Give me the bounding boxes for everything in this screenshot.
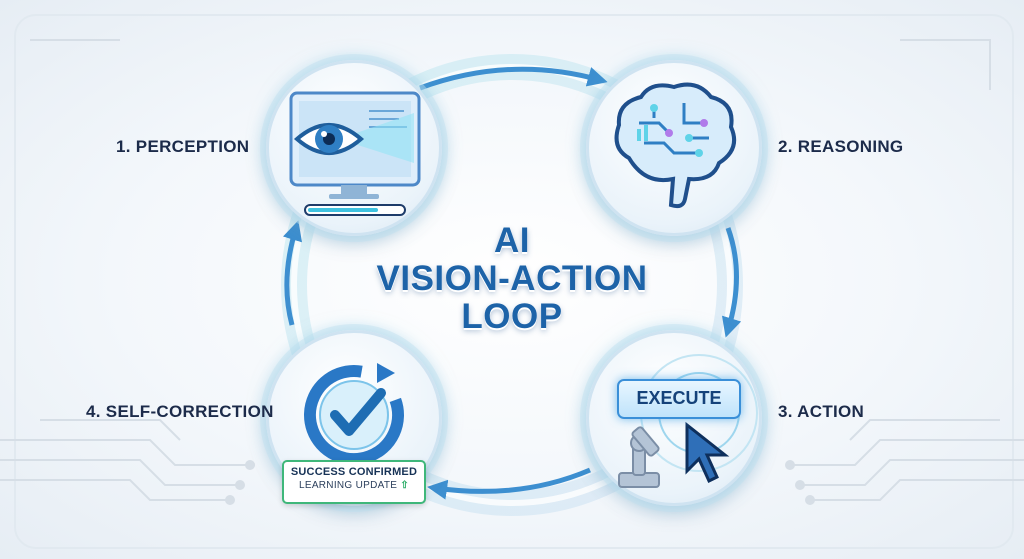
robot-arm-cursor-icon <box>618 354 758 488</box>
label-perception: 1. PERCEPTION <box>116 137 250 156</box>
label-action: 3. ACTION <box>778 402 865 421</box>
node-action: EXECUTE <box>586 330 762 506</box>
status-sub-label: LEARNING UPDATE <box>298 480 398 491</box>
node-perception <box>266 60 442 236</box>
label-self-correction: 4. SELF-CORRECTION <box>86 402 274 421</box>
circuit-traces-right <box>30 39 1024 505</box>
brain-circuit-icon <box>614 82 736 209</box>
refresh-check-icon <box>304 363 404 465</box>
status-main-text: SUCCESS CONFIRMED <box>290 466 418 478</box>
circuit-traces-left <box>0 419 255 505</box>
arrow-perception-to-reasoning <box>419 66 608 91</box>
title-line-3: LOOP <box>461 297 563 336</box>
status-badge: SUCCESS CONFIRMED LEARNING UPDATE ⇧ <box>282 460 426 504</box>
label-reasoning: 2. REASONING <box>778 137 904 156</box>
eye-monitor-icon <box>289 91 421 216</box>
up-arrow-icon: ⇧ <box>400 480 409 491</box>
execute-button: EXECUTE <box>617 379 741 419</box>
title-line-2: VISION-ACTION <box>376 259 648 298</box>
arrow-reasoning-to-action <box>721 227 742 338</box>
arrow-correction-to-perception <box>282 220 303 326</box>
background-frame <box>14 14 1014 549</box>
node-reasoning <box>586 60 762 236</box>
status-sub-text: LEARNING UPDATE ⇧ <box>284 480 424 491</box>
arrow-action-to-correction <box>427 467 591 500</box>
title-line-1: AI <box>494 221 530 260</box>
diagram-title: AI VISION-ACTION LOOP <box>362 222 662 336</box>
